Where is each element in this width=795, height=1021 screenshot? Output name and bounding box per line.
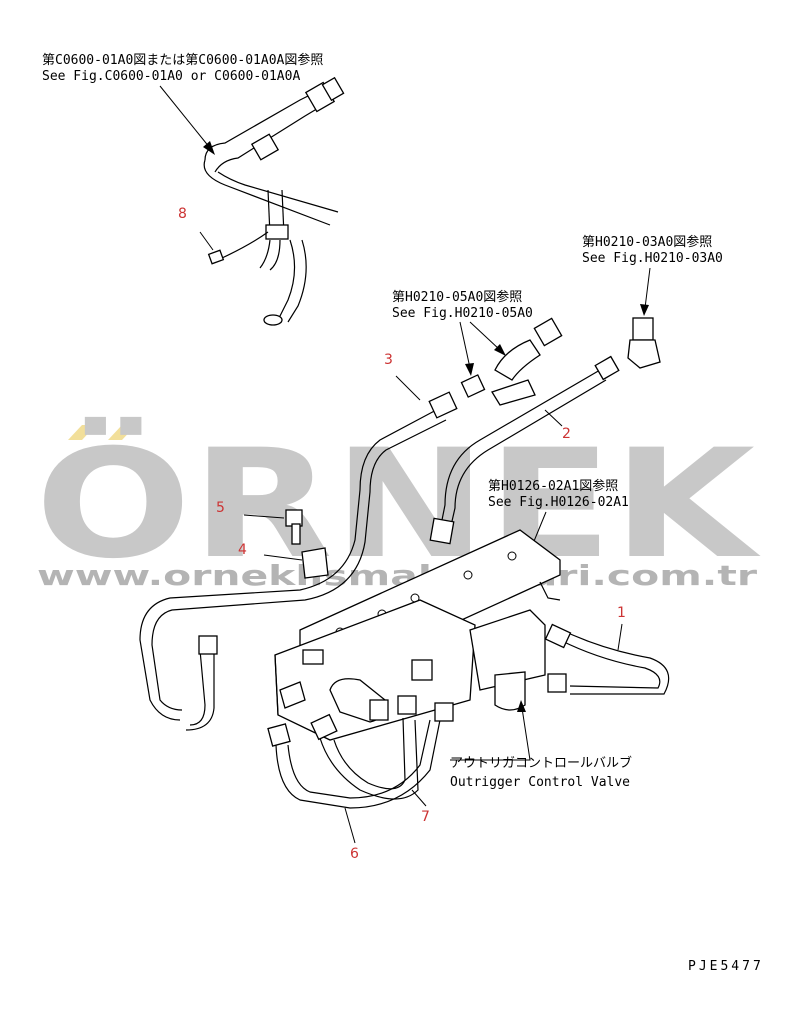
watermark-accent-left xyxy=(68,425,96,440)
leader-h0210-03 xyxy=(640,267,651,316)
hose-6 xyxy=(267,702,454,809)
leader-valve xyxy=(450,700,531,761)
ref-h0210-05-jp: 第H0210-05A0図参照 xyxy=(392,289,522,305)
part-number-5: 5 xyxy=(216,500,225,516)
part-8-fitting xyxy=(199,231,269,265)
watermark-accent-right xyxy=(108,425,136,440)
ref-h0126-en: See Fig.H0126-02A1 xyxy=(488,495,629,510)
ref-h0126-jp: 第H0126-02A1図参照 xyxy=(488,478,618,494)
leader-c0600 xyxy=(159,85,215,155)
part-5-bolt xyxy=(243,509,303,545)
hose-7 xyxy=(310,695,419,800)
leader-h0210-05 xyxy=(459,321,506,376)
hose-1 xyxy=(544,623,670,695)
part-number-3: 3 xyxy=(384,352,393,368)
valve-label-jp: アウトリガコントロールバルブ xyxy=(450,755,632,771)
outrigger-control-valve xyxy=(274,599,546,741)
valve-label-en: Outrigger Control Valve xyxy=(450,775,630,790)
part-number-7: 7 xyxy=(421,809,430,825)
watermark-brand: ÖRNEK xyxy=(35,416,761,592)
elbow-fitting-h0210-03 xyxy=(627,317,661,369)
watermark: ÖRNEK www.orneklismakinalari.com.tr xyxy=(35,416,761,592)
part-number-4: 4 xyxy=(238,542,247,558)
part-number-2: 2 xyxy=(562,426,571,442)
ref-c0600-jp: 第C0600-01A0図または第C0600-01A0A図参照 xyxy=(42,52,323,68)
part-4-clamp xyxy=(263,547,329,579)
ref-h0210-03-jp: 第H0210-03A0図参照 xyxy=(582,234,712,250)
leader-7 xyxy=(411,789,427,807)
hose-2 xyxy=(429,355,620,545)
leader-6 xyxy=(344,807,356,844)
upper-pipe-assembly xyxy=(203,76,345,326)
ref-c0600-en: See Fig.C0600-01A0 or C0600-01A0A xyxy=(42,69,300,84)
fittings-h0210-05 xyxy=(460,317,563,406)
drawing-code: PJE5477 xyxy=(688,959,764,974)
part-number-6: 6 xyxy=(350,846,359,862)
part-number-8: 8 xyxy=(178,206,187,222)
part-number-1: 1 xyxy=(617,605,626,621)
ref-h0210-03-en: See Fig.H0210-03A0 xyxy=(582,251,723,266)
hose-3 xyxy=(139,375,458,731)
ref-h0210-05-en: See Fig.H0210-05A0 xyxy=(392,306,533,321)
